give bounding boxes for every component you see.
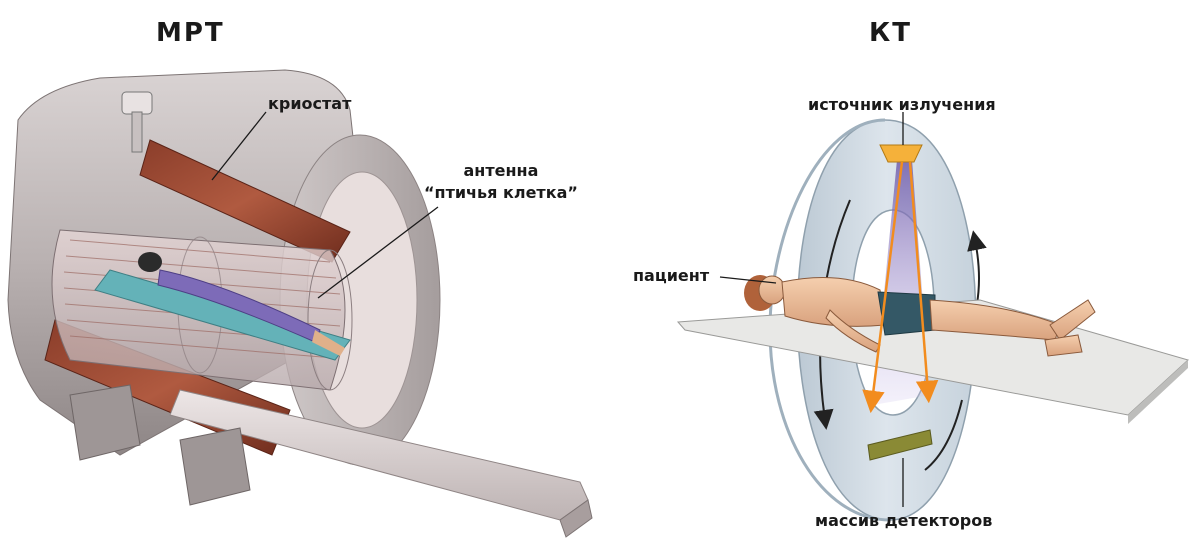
label-patient: пациент: [633, 266, 710, 285]
mri-title: МРТ: [156, 18, 225, 48]
leader-patient: [719, 276, 777, 284]
label-detector-array: массив детекторов: [815, 511, 993, 530]
label-antenna-line2: “птичья клетка”: [424, 183, 578, 202]
label-radiation-source: источник излучения: [808, 95, 996, 114]
mri-patient-figure: [138, 252, 345, 356]
label-antenna-line1: антенна: [463, 161, 539, 180]
label-cryostat: криостат: [268, 94, 352, 113]
mri-scanner-illustration: [7, 69, 593, 538]
leader-antenna: [317, 206, 439, 299]
label-antenna: антенна “птичья клетка”: [424, 160, 578, 204]
leader-cryostat: [211, 111, 267, 181]
ct-title: КТ: [869, 18, 912, 48]
leader-lines: [211, 111, 904, 507]
ct-scanner-illustration: [676, 118, 1189, 522]
ct-patient-figure: [744, 275, 1096, 357]
